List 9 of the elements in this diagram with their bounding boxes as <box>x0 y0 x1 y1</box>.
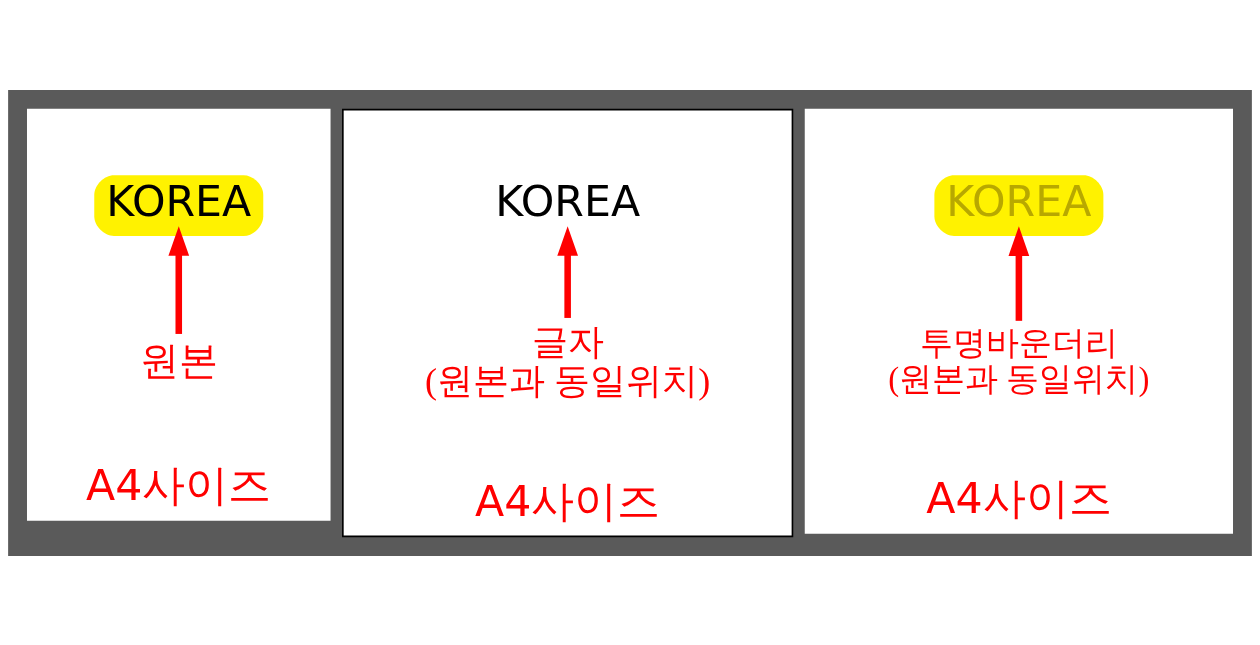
node-text: 원본 <box>139 338 218 383</box>
node-text: 투명바운더리 (원본과 동일위치) <box>888 324 1150 397</box>
node-box: KOREA <box>934 174 1104 236</box>
arrow <box>168 225 190 334</box>
node-text: KOREA <box>495 175 641 226</box>
node-box: KOREA <box>94 174 264 236</box>
arrow <box>557 225 578 318</box>
arrow <box>1008 225 1030 321</box>
node-text: 글자 (원본과 동일위치) <box>425 321 711 401</box>
